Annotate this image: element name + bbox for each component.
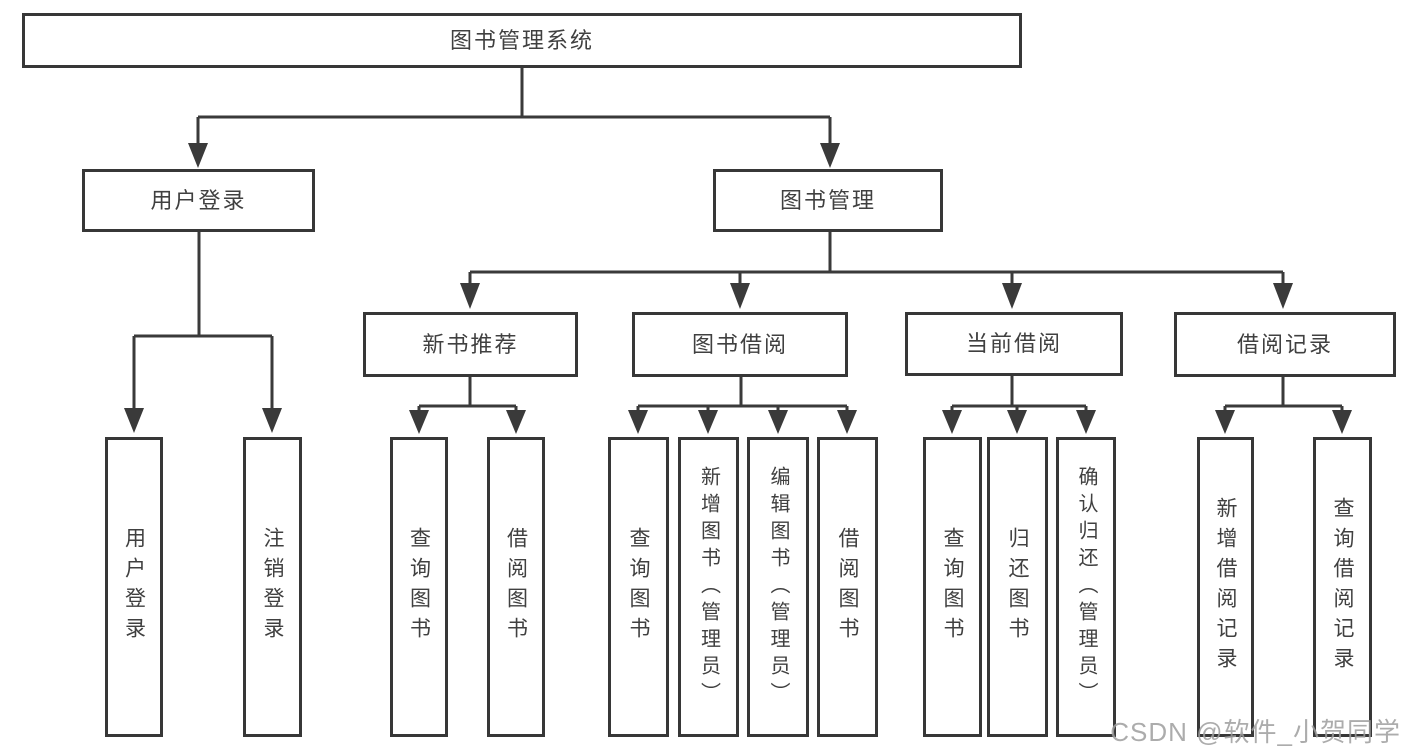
node-book-management: 图书管理 <box>713 169 943 232</box>
node-new-book-recommend: 新书推荐 <box>363 312 578 377</box>
connector-borrow-records <box>1215 377 1352 434</box>
leaf-borrow-books: 借阅图书 <box>817 437 878 737</box>
leaf-query-books-recommend: 查询图书 <box>390 437 448 737</box>
arrowhead-icon <box>1273 283 1293 309</box>
node-book-borrow: 图书借阅 <box>632 312 848 377</box>
arrowhead-icon <box>730 283 750 309</box>
node-borrow-records: 借阅记录 <box>1174 312 1396 377</box>
arrowhead-icon <box>1007 410 1027 434</box>
connector-book-management <box>460 232 1293 309</box>
node-user-login: 用户登录 <box>82 169 315 232</box>
connector-user-login <box>124 232 282 433</box>
connector-new-book-recommend <box>409 376 526 434</box>
arrowhead-icon <box>506 410 526 434</box>
connector-current-borrow <box>942 375 1096 434</box>
arrowhead-icon <box>820 143 840 168</box>
arrowhead-icon <box>628 410 648 434</box>
arrowhead-icon <box>1215 410 1235 434</box>
leaf-add-borrow-record: 新增借阅记录 <box>1197 437 1254 737</box>
leaf-query-books-current: 查询图书 <box>923 437 982 737</box>
leaf-return-books: 归还图书 <box>987 437 1048 737</box>
arrowhead-icon <box>1076 410 1096 434</box>
arrowhead-icon <box>262 408 282 433</box>
arrowhead-icon <box>460 283 480 309</box>
leaf-logout: 注销登录 <box>243 437 302 737</box>
leaf-user-login: 用户登录 <box>105 437 163 737</box>
arrowhead-icon <box>942 410 962 434</box>
leaf-borrow-books-recommend: 借阅图书 <box>487 437 545 737</box>
leaf-add-books-admin: 新增图书（管理员） <box>678 437 739 737</box>
leaf-confirm-return-admin: 确认归还（管理员） <box>1056 437 1116 737</box>
leaf-query-borrow-record: 查询借阅记录 <box>1313 437 1372 737</box>
arrowhead-icon <box>1002 283 1022 309</box>
leaf-edit-books-admin: 编辑图书（管理员） <box>747 437 809 737</box>
node-library-system: 图书管理系统 <box>22 13 1022 68</box>
arrowhead-icon <box>1332 410 1352 434</box>
arrowhead-icon <box>768 410 788 434</box>
arrowhead-icon <box>188 143 208 168</box>
csdn-watermark: CSDN @软件_小贺同学 <box>1110 717 1401 747</box>
arrowhead-icon <box>698 410 718 434</box>
node-current-borrow: 当前借阅 <box>905 312 1123 376</box>
arrowhead-icon <box>124 408 144 433</box>
arrowhead-icon <box>837 410 857 434</box>
arrowhead-icon <box>409 410 429 434</box>
connector-book-borrow <box>628 377 857 434</box>
connector-root <box>188 68 840 168</box>
leaf-query-books-borrow: 查询图书 <box>608 437 669 737</box>
